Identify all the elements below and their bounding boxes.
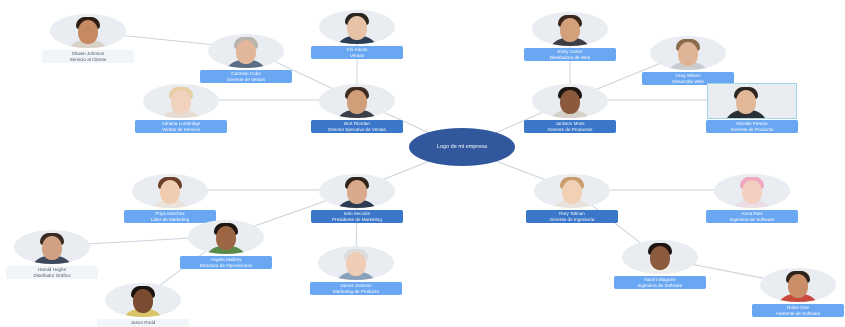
person-role: Presidente de Marketing [332, 216, 382, 222]
person-name: Emily Carter [557, 49, 583, 54]
company-logo-node[interactable]: Logo de mi empresa [409, 128, 515, 166]
person-name: Nicolás Pereira [736, 121, 768, 126]
person-name: Greg Wilson [675, 73, 701, 78]
person-name: Iván Sección [343, 211, 371, 216]
person-role: Gerente de Productos [547, 126, 593, 132]
person-role: Ventas [349, 52, 365, 58]
avatar [208, 34, 284, 68]
person-name: Burt Riordan [344, 121, 370, 126]
person-role: Marketing de Producto [332, 288, 380, 294]
person-role: Gerente de Ingeniería [549, 216, 595, 222]
avatar [319, 10, 395, 44]
person-name: Robin Gee [787, 305, 809, 310]
person-name: Jason Rodd [130, 320, 156, 325]
person-node[interactable]: Jason Rodd [97, 283, 189, 327]
avatar [622, 240, 698, 274]
avatar [132, 174, 208, 208]
avatar [319, 174, 395, 208]
person-role: Director Ejecutivo de Ventas [328, 126, 386, 132]
person-name: Naomi Maguire [644, 277, 676, 282]
person-name: Rory Talman [559, 211, 585, 216]
avatar [319, 84, 395, 118]
avatar [532, 12, 608, 46]
person-name: Jackson Moss [555, 121, 585, 126]
avatar [188, 220, 264, 254]
company-logo-label: Logo de mi empresa [436, 144, 488, 150]
person-role: Ingeniera de Software [637, 282, 683, 288]
person-role: Asistente de Software [775, 310, 821, 316]
avatar [707, 83, 797, 119]
avatar [760, 268, 836, 302]
person-name: Shawn Johnson [71, 51, 105, 56]
avatar [714, 174, 790, 208]
person-role: Gerente de Producto [730, 126, 774, 132]
person-role: Líder de Marketing [150, 216, 190, 222]
avatar [650, 36, 726, 70]
avatar [532, 84, 608, 118]
person-name: Carmelo Cobo [231, 71, 261, 76]
person-name: Priya Sánchez [155, 211, 185, 216]
person-name: James Jackson [340, 283, 372, 288]
avatar [534, 174, 610, 208]
person-role: Diseñador Gráfico [33, 272, 71, 278]
person-role: Diseñadora de Web [549, 54, 591, 60]
person-name: Chi Kikoto [346, 47, 368, 52]
person-role: Gerente de Ventas [226, 76, 266, 82]
person-role: Desarrollo Web [672, 78, 704, 84]
person-role: Directora de Operaciones [199, 262, 253, 268]
avatar [14, 230, 90, 264]
person-name: Adriana Lumbridge [161, 121, 201, 126]
person-name: Anna Reis [741, 211, 763, 216]
person-role: Ingeniera de Software [729, 216, 775, 222]
person-name: Angela Malikey [210, 257, 242, 262]
person-name: Harold Hughe [37, 267, 67, 272]
avatar [318, 246, 394, 280]
person-role: Ventas de Servicio [161, 126, 201, 132]
avatar [50, 14, 126, 48]
avatar [143, 84, 219, 118]
avatar [105, 283, 181, 317]
person-role: Servicio al Cliente [69, 56, 107, 62]
